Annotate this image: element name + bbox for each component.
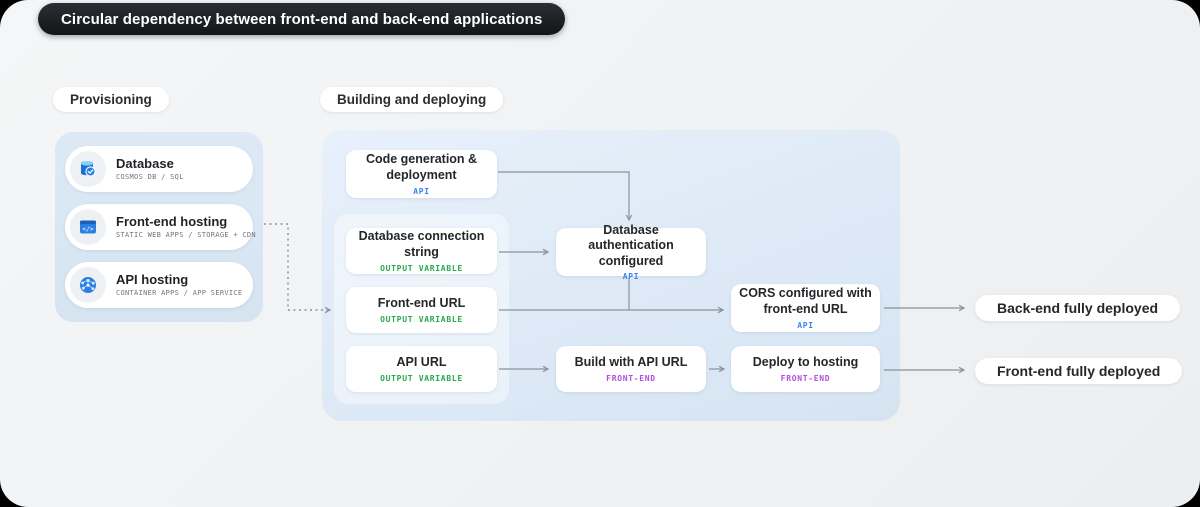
node-title: Build with API URL xyxy=(574,355,688,370)
card-title: Front-end hosting xyxy=(116,213,228,229)
arrow-provisioning-to-outputs xyxy=(264,223,332,314)
node-title: Front-end URL xyxy=(377,296,466,311)
svg-text:</>: </> xyxy=(82,225,94,233)
node-tag-output-variable: OUTPUT VARIABLE xyxy=(380,263,463,273)
outcome-back-end-deployed: Back-end fully deployed xyxy=(975,295,1181,321)
card-title: API hosting xyxy=(116,271,189,287)
node-title: Database authentication configured xyxy=(588,222,674,268)
node-title: CORS configured with front-end URL xyxy=(739,286,872,316)
node-tag-api: API xyxy=(413,186,430,196)
node-code-generation: Code generation & deployment API xyxy=(346,150,497,198)
node-tag-front-end: FRONT-END xyxy=(780,373,831,383)
node-tag-api: API xyxy=(797,320,814,330)
code-window-icon: </> xyxy=(70,209,106,245)
node-tag-output-variable: OUTPUT VARIABLE xyxy=(380,314,463,324)
node-title: Code generation & deployment xyxy=(365,152,478,182)
section-label-building: Building and deploying xyxy=(320,87,504,112)
card-subtitle: CONTAINER APPS / APP SERVICE xyxy=(116,289,243,298)
node-database-connection-string: Database connection string OUTPUT VARIAB… xyxy=(346,228,497,274)
node-tag-front-end: FRONT-END xyxy=(606,373,656,383)
node-tag-api: API xyxy=(622,272,640,282)
node-database-auth-configured: Database authentication configured API xyxy=(556,223,706,281)
node-deploy-to-hosting: Deploy to hosting FRONT-END xyxy=(731,346,880,392)
card-title: Database xyxy=(116,155,174,171)
card-subtitle: STATIC WEB APPS / STORAGE + CDN xyxy=(116,231,256,240)
card-database: Database COSMOS DB / SQL xyxy=(65,146,253,192)
outcome-front-end-deployed: Front-end fully deployed xyxy=(975,358,1183,384)
globe-network-icon xyxy=(70,267,106,303)
card-api-hosting: API hosting CONTAINER APPS / APP SERVICE xyxy=(65,262,253,308)
node-tag-output-variable: OUTPUT VARIABLE xyxy=(380,373,463,383)
node-api-url: API URL OUTPUT VARIABLE xyxy=(346,346,497,392)
node-title: API URL xyxy=(396,355,447,370)
card-front-end-hosting: </> Front-end hosting STATIC WEB APPS / … xyxy=(65,204,256,250)
node-cors-configured: CORS configured with front-end URL API xyxy=(731,284,880,332)
node-build-with-api-url: Build with API URL FRONT-END xyxy=(556,346,706,392)
section-label-provisioning: Provisioning xyxy=(53,87,169,112)
node-title: Deploy to hosting xyxy=(752,355,859,370)
title-banner: Circular dependency between front-end an… xyxy=(38,3,566,35)
database-icon xyxy=(70,151,106,187)
node-front-end-url: Front-end URL OUTPUT VARIABLE xyxy=(346,287,497,333)
card-subtitle: COSMOS DB / SQL xyxy=(116,173,184,182)
node-title: Database connection string xyxy=(358,229,485,259)
